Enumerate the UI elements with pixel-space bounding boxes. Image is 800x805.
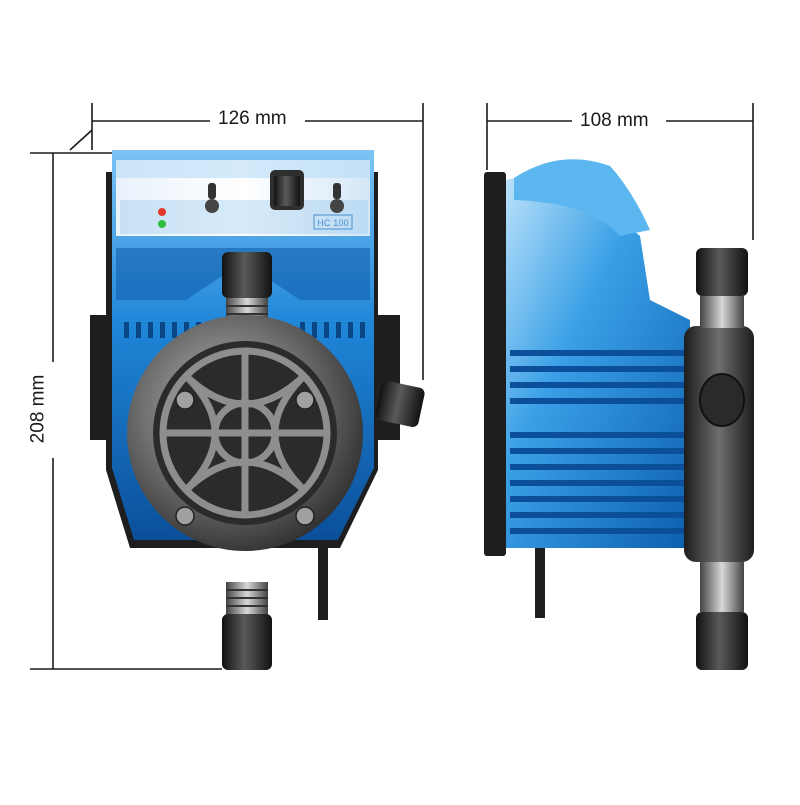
front-view [90, 150, 425, 670]
panel-top-highlight [116, 160, 370, 178]
side-view [484, 159, 754, 670]
side-top-fitting-nut [696, 248, 748, 296]
side-cover-visor [514, 159, 650, 236]
front-power-cable [318, 548, 328, 620]
side-pump-manifold [684, 326, 754, 562]
top-fitting-nut [222, 252, 272, 298]
front-width-leader [69, 129, 93, 151]
bottom-fitting-nut [222, 614, 272, 670]
height-label: 208 mm [27, 368, 50, 450]
side-bottom-fitting-threads [700, 562, 744, 612]
led-green [158, 220, 166, 228]
side-wall-plate [484, 172, 506, 556]
center-dial-grip [274, 176, 300, 206]
bottom-fitting-thread-lines [226, 589, 268, 607]
dimension-lines [30, 103, 754, 670]
pump-head-bolts [175, 390, 315, 526]
panel-dot-grid [120, 200, 368, 234]
toggle-switch-left [208, 183, 216, 199]
led-red [158, 208, 166, 216]
model-badge-box [313, 214, 353, 230]
toggle-switch-left-base [205, 199, 219, 213]
toggle-switch-right [333, 183, 341, 199]
model-badge-text: HC 100 [317, 218, 349, 228]
front-width-label: 126 mm [212, 108, 293, 130]
side-top-fitting-threads [700, 296, 744, 328]
front-body-chevron [116, 248, 370, 300]
side-blue-body [506, 168, 690, 548]
side-manifold-port [699, 373, 745, 427]
side-width-label: 108 mm [574, 110, 655, 132]
side-power-cable [535, 548, 545, 618]
bleed-valve-knob [375, 380, 425, 428]
side-bottom-fitting-nut [696, 612, 748, 670]
pump-head-grille [159, 347, 331, 519]
toggle-switch-right-base [330, 199, 344, 213]
side-vent-stripes [510, 350, 690, 534]
